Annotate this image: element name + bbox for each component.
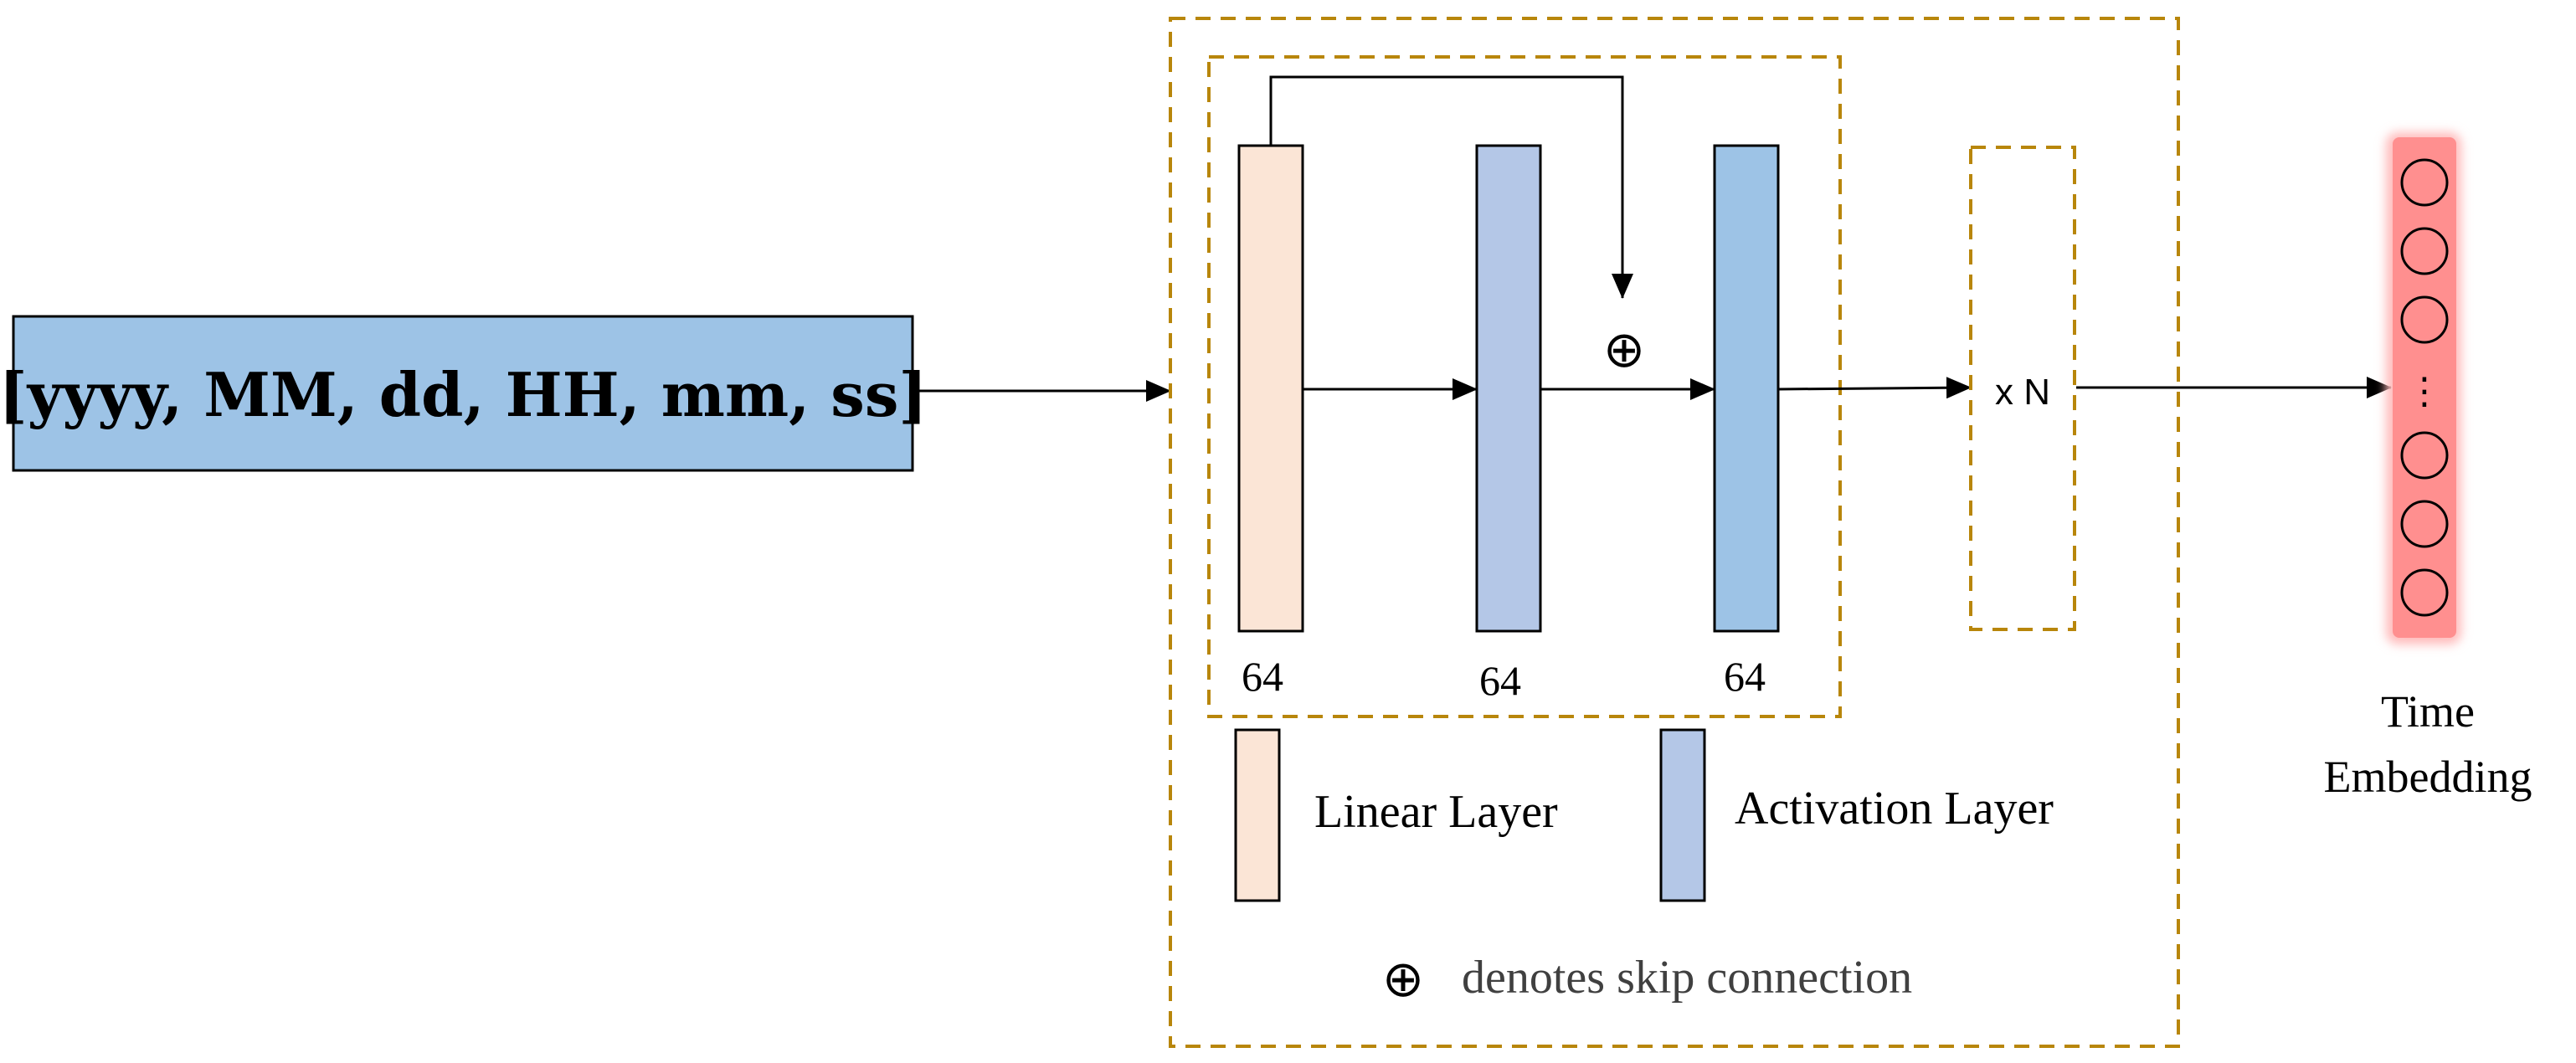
arrow-block-to-repeat: [1777, 377, 1972, 399]
output-neuron: [2400, 568, 2449, 617]
repeat-frame: [1969, 146, 2076, 631]
output-label-line1: Time: [2381, 686, 2475, 737]
output-neuron: [2400, 500, 2449, 548]
activation-layer-2-size: 64: [1724, 653, 1766, 700]
output-neuron: [2400, 227, 2449, 275]
output-neuron: [2400, 158, 2449, 207]
linear-layer-bar: [1237, 144, 1304, 633]
activation-layer-bar-1: [1475, 144, 1542, 633]
input-label: [yyyy, MM, dd, HH, mm, ss]: [0, 359, 927, 430]
repeat-label: x N: [1995, 372, 2050, 413]
residual-block-frame: [1207, 55, 1842, 718]
legend-skip-label: denotes skip connection: [1462, 952, 1912, 1004]
legend-skip-symbol: ⊕: [1382, 951, 1424, 1007]
output-neuron: [2400, 431, 2449, 480]
activation-layer-1-size: 64: [1479, 657, 1521, 704]
legend-linear-swatch: [1234, 728, 1281, 902]
legend-activation-label: Activation Layer: [1735, 783, 2054, 834]
skip-connection-path: [1269, 75, 1633, 299]
output-label-line2: Embedding: [2324, 752, 2532, 802]
input-box: [12, 315, 914, 472]
outer-block-frame: [1169, 17, 2180, 1048]
output-vector: [2393, 137, 2456, 638]
legend-activation-swatch: [1659, 728, 1706, 902]
activation-layer-bar-2: [1713, 144, 1780, 633]
linear-layer-size: 64: [1242, 653, 1283, 700]
skip-plus-symbol: ⊕: [1603, 321, 1645, 377]
output-neuron: [2400, 295, 2449, 344]
output-ellipsis: ⋮: [2406, 371, 2443, 412]
legend-linear-label: Linear Layer: [1314, 786, 1558, 838]
